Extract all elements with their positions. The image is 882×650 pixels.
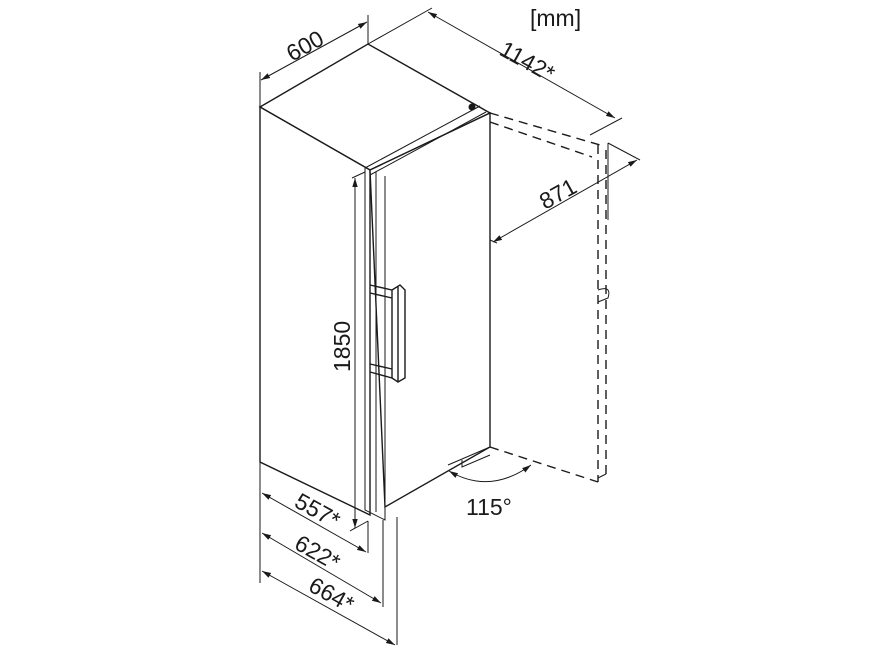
door-swing-outline (489, 112, 610, 483)
fridge-side-face (259, 105, 371, 517)
fridge-body (258, 43, 492, 521)
unit-label: [mm] (530, 5, 581, 31)
height-label: 1850 (329, 321, 355, 372)
door-edge (364, 105, 487, 521)
door-handle (369, 284, 406, 383)
door-clearance-label: 871 (535, 173, 581, 214)
hinge-icon (468, 103, 476, 111)
open-depth-label: 1142* (496, 36, 560, 87)
door-depth-label: 622* (291, 530, 345, 576)
dimension-door-clearance: 871 (489, 142, 641, 244)
angle-label: 115° (466, 494, 512, 520)
fridge-door-face (369, 111, 491, 509)
dimension-angle: 115° (448, 464, 532, 520)
handle-depth-label: 664* (305, 572, 359, 618)
width-label: 600 (282, 25, 328, 66)
